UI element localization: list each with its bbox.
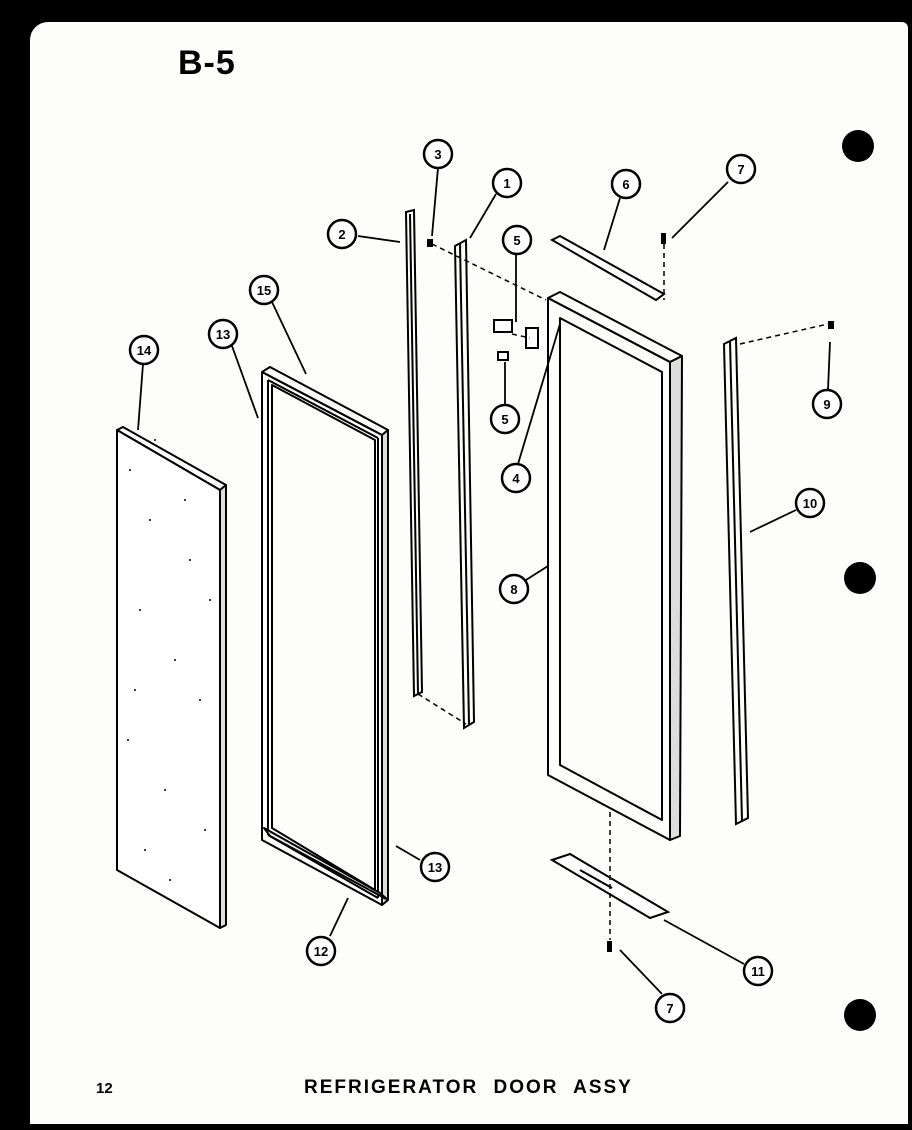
callout-14: 14 — [128, 334, 160, 366]
callout-5-upper-label: 5 — [513, 233, 520, 248]
part-block — [525, 327, 539, 349]
part-screw-3 — [427, 239, 433, 247]
callout-1-label: 1 — [503, 176, 510, 191]
part-left-strip — [404, 208, 424, 698]
part-door-frame — [261, 366, 389, 906]
binder-hole-bottom — [844, 999, 876, 1031]
callout-10: 10 — [794, 487, 826, 519]
callout-11-label: 11 — [751, 964, 765, 979]
callout-6: 6 — [610, 168, 642, 200]
callout-15-label: 15 — [257, 283, 271, 298]
callout-7-top-label: 7 — [737, 162, 744, 177]
part-screw-5 — [497, 351, 509, 361]
callout-13-upper: 13 — [207, 318, 239, 350]
page-number: 12 — [96, 1080, 113, 1097]
callout-3: 3 — [422, 138, 454, 170]
binder-hole-top — [842, 130, 874, 162]
callout-2: 2 — [326, 218, 358, 250]
alignment-lines — [417, 243, 829, 940]
callout-13-lower: 13 — [419, 851, 451, 883]
callout-1: 1 — [491, 167, 523, 199]
callout-12: 12 — [305, 935, 337, 967]
part-top-hinge — [549, 234, 666, 302]
part-screw-7-top — [661, 233, 666, 244]
part-screw-7-bottom — [607, 941, 612, 952]
part-door-liner — [547, 291, 683, 841]
binder-hole-middle — [844, 562, 876, 594]
callout-5-lower-label: 5 — [501, 412, 508, 427]
callout-14-label: 14 — [137, 343, 152, 358]
part-bracket-6 — [493, 319, 513, 333]
part-small-hardware — [427, 233, 834, 952]
callout-7-bottom-label: 7 — [666, 1001, 673, 1016]
leader-lines — [137, 167, 831, 995]
sheet-code: B-5 — [178, 44, 236, 82]
callout-5-upper: 5 — [501, 224, 533, 256]
part-right-strip — [722, 336, 750, 826]
part-door-panel — [116, 426, 227, 929]
callout-2-label: 2 — [338, 227, 345, 242]
callout-4-label: 4 — [512, 471, 520, 486]
callout-15: 15 — [248, 274, 280, 306]
callout-12-label: 12 — [314, 944, 328, 959]
callout-13-lower-label: 13 — [428, 860, 442, 875]
callout-7-top: 7 — [725, 153, 757, 185]
callout-11: 11 — [742, 955, 774, 987]
callout-8: 8 — [498, 573, 530, 605]
part-hinge-strip — [453, 238, 476, 730]
callout-10-label: 10 — [803, 496, 817, 511]
callout-5-lower: 5 — [489, 403, 521, 435]
part-screw-9 — [828, 321, 834, 329]
callout-9-label: 9 — [823, 397, 830, 412]
callout-4: 4 — [500, 462, 532, 494]
callout-8-label: 8 — [510, 582, 517, 597]
callout-7-bottom: 7 — [654, 992, 686, 1024]
callout-13-upper-label: 13 — [216, 327, 230, 342]
callout-6-label: 6 — [622, 177, 629, 192]
diagram-caption: REFRIGERATOR DOOR ASSY — [304, 1077, 633, 1098]
callout-3-label: 3 — [434, 147, 441, 162]
callout-9: 9 — [811, 388, 843, 420]
